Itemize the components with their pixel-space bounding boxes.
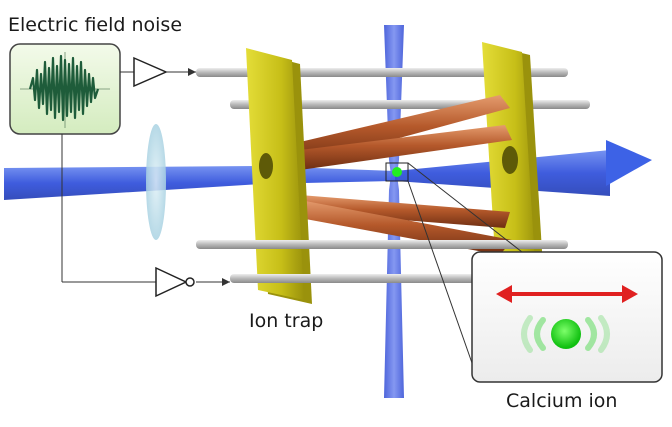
noise-label: Electric field noise bbox=[8, 14, 183, 36]
ion-closeup-inset bbox=[471, 251, 663, 383]
double-headed-arrow-icon bbox=[496, 285, 638, 303]
zoom-line-bottom bbox=[407, 180, 479, 381]
calcium-ion-closeup bbox=[551, 319, 581, 349]
inverter-amplifier-icon bbox=[155, 266, 195, 298]
ion-trap-label: Ion trap bbox=[249, 310, 324, 332]
front-gold-electrode bbox=[246, 48, 312, 304]
ion-motion-arcs bbox=[521, 315, 610, 353]
wire-arrowhead-top bbox=[188, 68, 196, 76]
trapped-ion bbox=[392, 167, 402, 177]
noise-source-box bbox=[9, 43, 121, 135]
wire-arrowhead-bottom bbox=[222, 278, 230, 286]
ion-zoom-box bbox=[385, 162, 409, 182]
buffer-amplifier-icon bbox=[133, 56, 168, 88]
beam-arrowhead bbox=[606, 140, 652, 186]
calcium-ion-label: Calcium ion bbox=[506, 390, 618, 412]
noise-waveform bbox=[28, 54, 100, 122]
focusing-lens bbox=[146, 124, 166, 240]
zoom-line-top bbox=[407, 162, 523, 253]
